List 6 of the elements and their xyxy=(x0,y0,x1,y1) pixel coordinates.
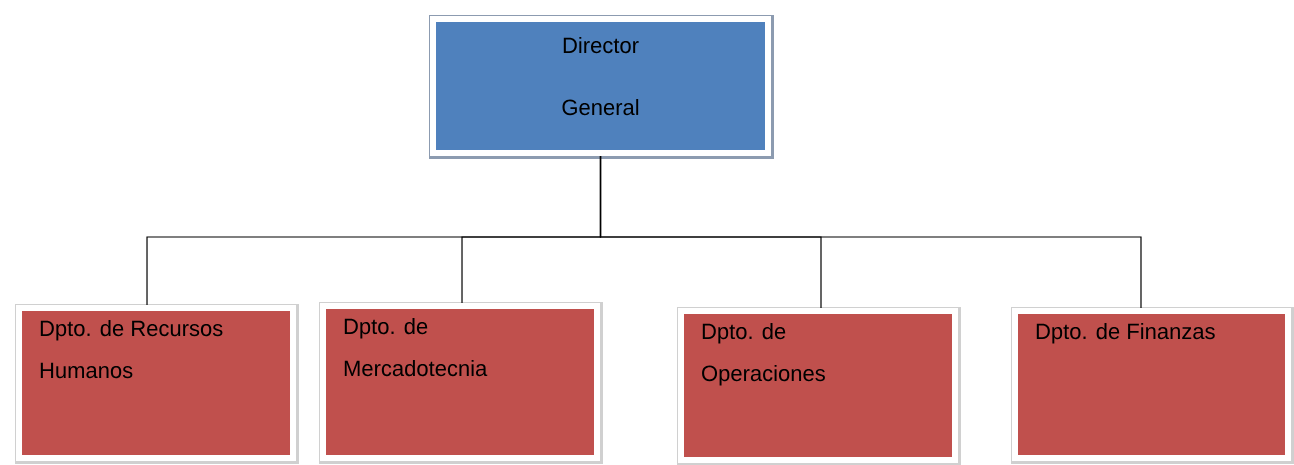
department-box: Dpto. de Recursos Humanos xyxy=(15,304,299,464)
director-box: Director General xyxy=(429,15,774,159)
department-box: Dpto. de Mercadotecnia xyxy=(319,302,603,464)
connector-line xyxy=(599,155,1142,309)
department-box: Dpto. de Operaciones xyxy=(677,307,961,465)
department-box: Dpto. de Finanzas xyxy=(1011,307,1294,464)
